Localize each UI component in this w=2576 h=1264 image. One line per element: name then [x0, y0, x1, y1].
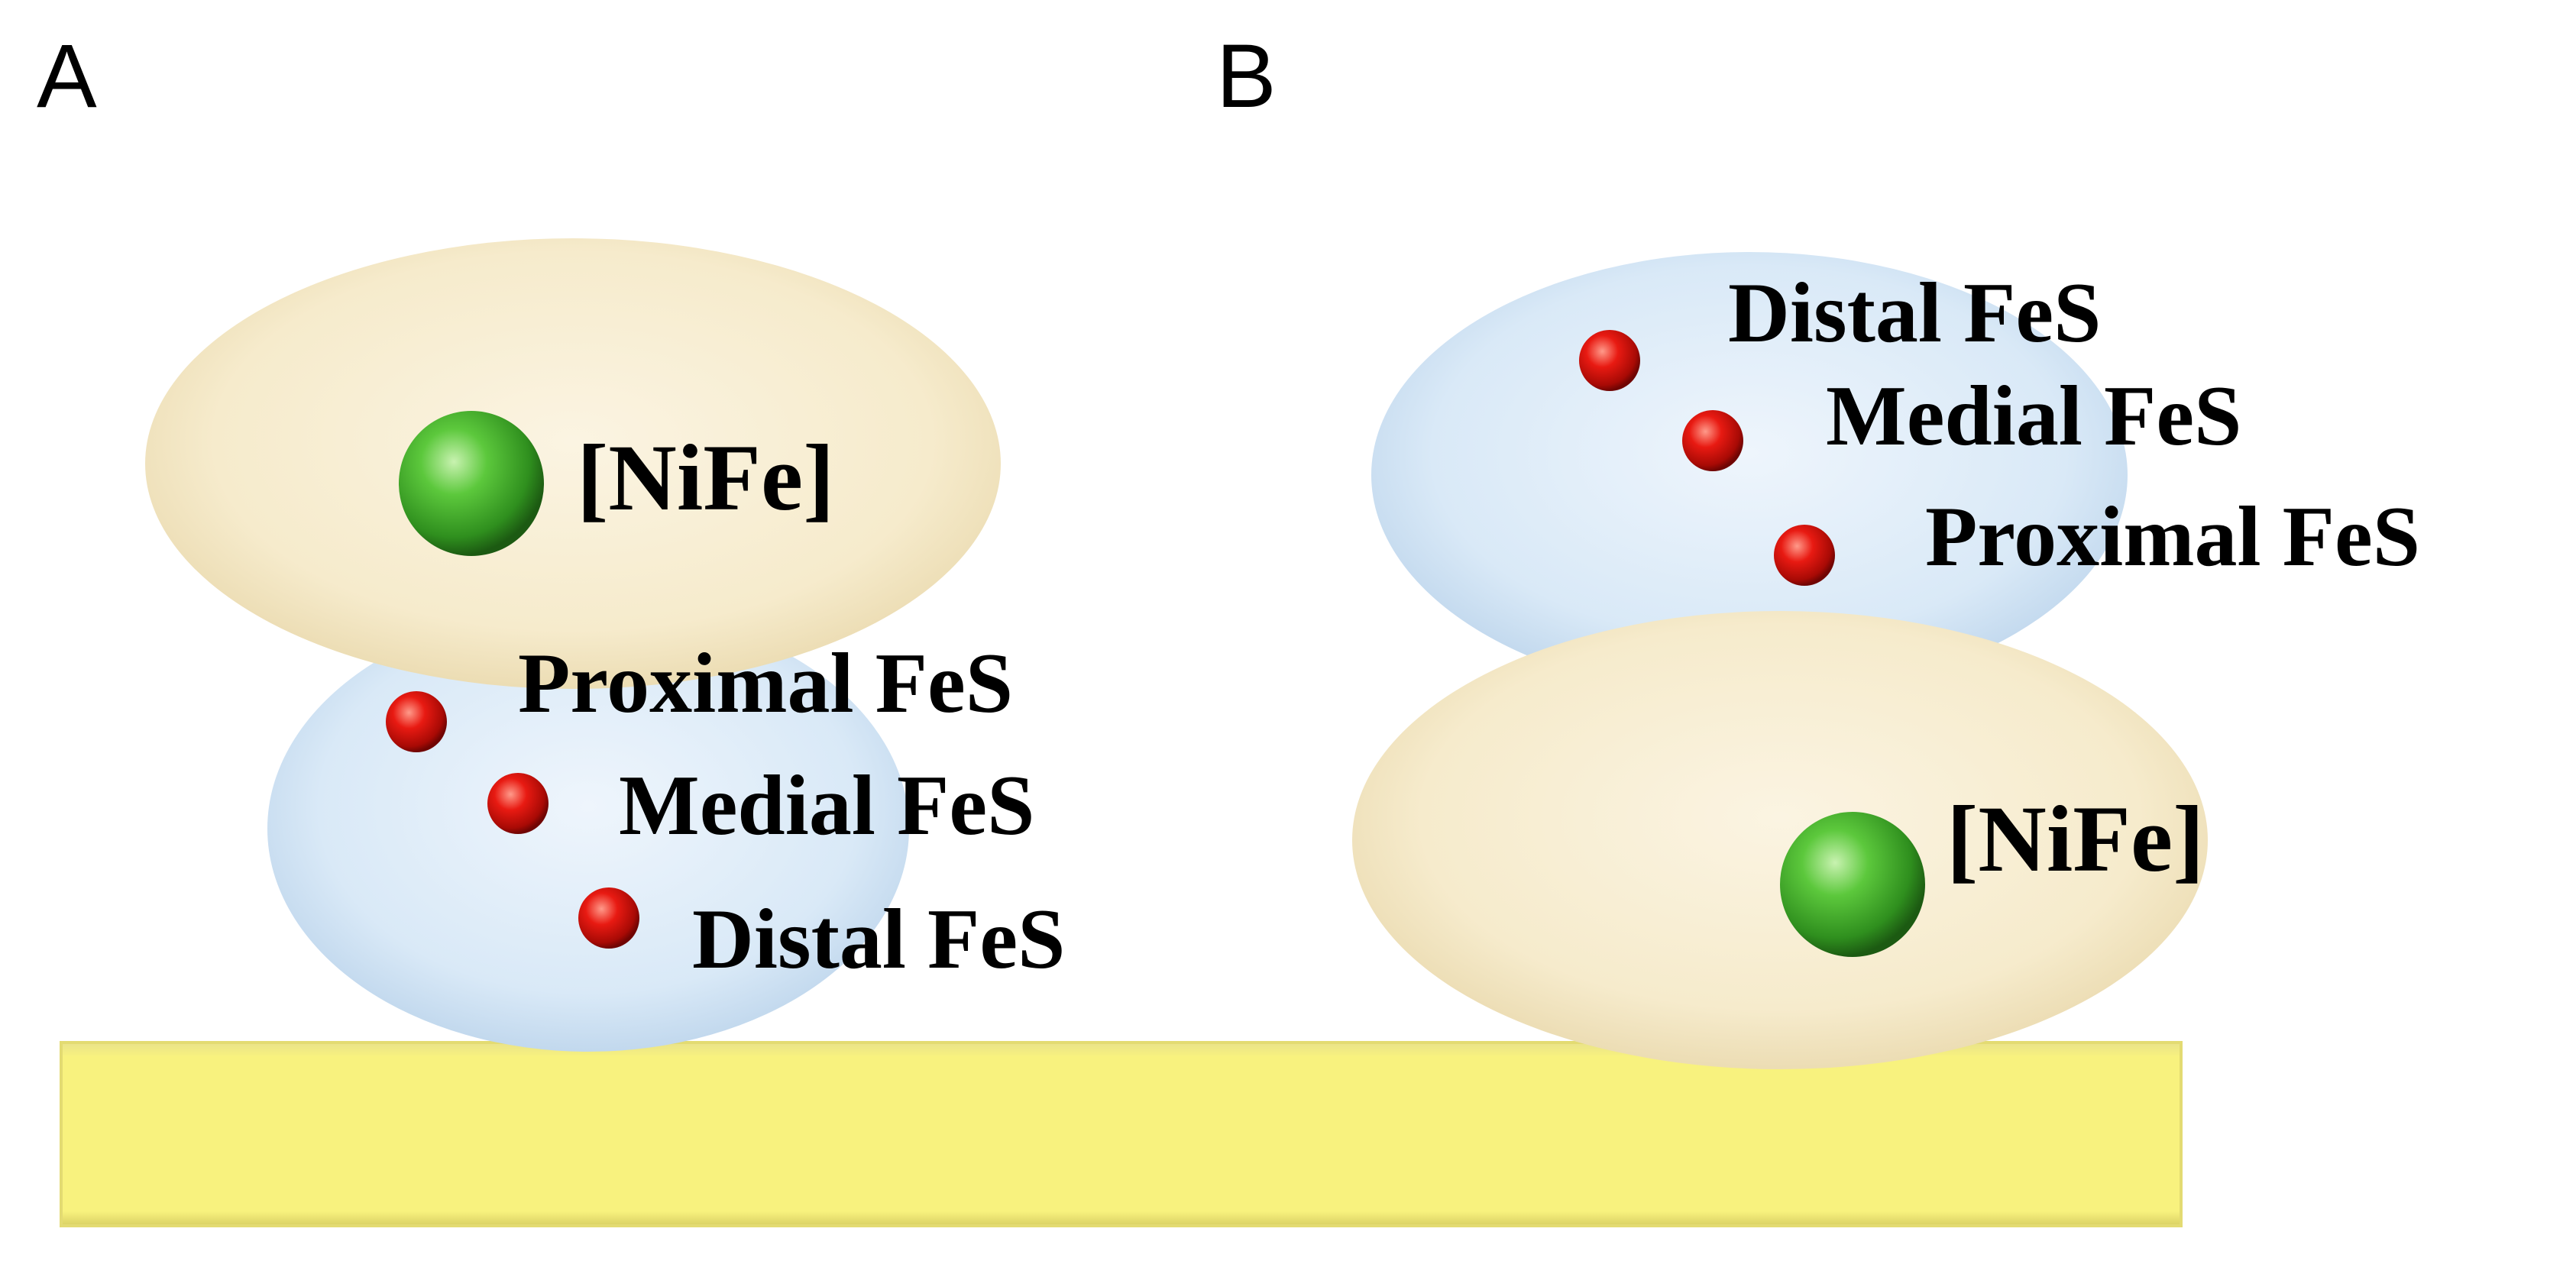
panel-b-distal-fes-cluster	[1579, 330, 1640, 391]
panel-a-medial-fes-cluster	[487, 773, 549, 834]
panel-a-distal-fes-label: Distal FeS	[692, 892, 1065, 987]
panel-b-large-subunit	[1352, 611, 2208, 1069]
panel-b-nife-center	[1780, 812, 1925, 957]
panel-a: A [NiFe] Proximal FeS Medial FeS Distal …	[37, 26, 1065, 1052]
panel-b-proximal-fes-cluster	[1774, 525, 1835, 586]
panel-a-nife-label: [NiFe]	[577, 425, 834, 530]
panel-b-medial-fes-label: Medial FeS	[1826, 369, 2241, 464]
panel-b: B Distal FeS Medial FeS Proximal FeS [Ni…	[1216, 26, 2420, 1069]
panel-a-distal-fes-cluster	[578, 887, 639, 949]
panel-a-proximal-fes-cluster	[386, 691, 447, 752]
panel-b-small-subunit	[1371, 252, 2128, 698]
panel-b-nife-label: [NiFe]	[1947, 787, 2204, 891]
panel-a-proximal-fes-label: Proximal FeS	[518, 636, 1013, 731]
panel-a-nife-center	[399, 411, 544, 556]
panel-b-medial-fes-cluster	[1682, 410, 1743, 471]
panel-b-letter: B	[1216, 26, 1277, 127]
panel-a-letter: A	[37, 26, 97, 127]
electrode-surface	[60, 1041, 2183, 1227]
panel-a-medial-fes-label: Medial FeS	[619, 758, 1034, 853]
panel-a-large-subunit	[145, 238, 1001, 689]
panel-b-distal-fes-label: Distal FeS	[1728, 266, 2101, 360]
panel-b-proximal-fes-label: Proximal FeS	[1925, 490, 2420, 584]
